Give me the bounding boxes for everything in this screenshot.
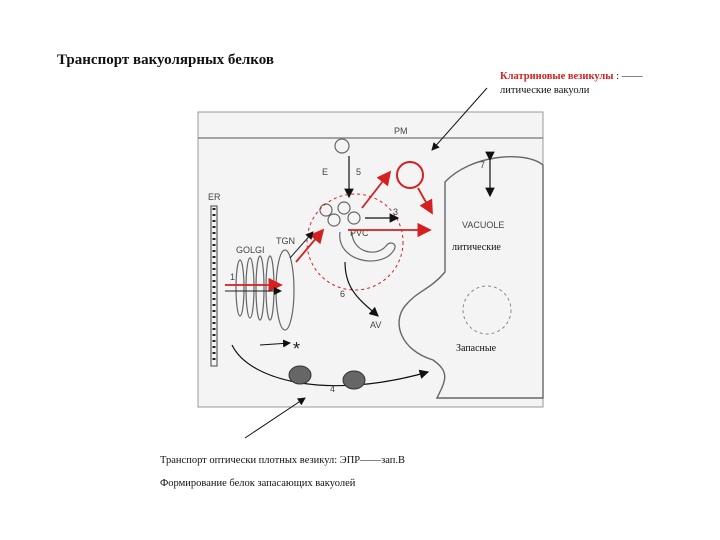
note-pointer-arrow	[431, 87, 488, 151]
storage-vacuole-formation-caption: Формирование белок запасающих вакуолей	[160, 478, 356, 489]
step-1-label: 1	[230, 272, 235, 282]
clathrin-to-vacuole-arrow	[417, 187, 433, 215]
er-label: ER	[208, 192, 221, 202]
golgi-cisterna-3	[255, 255, 265, 321]
golgi-cisterna-2	[245, 257, 255, 319]
tgn-to-pvc-arrow-red	[295, 228, 325, 263]
dense-vesicle-2	[342, 370, 366, 390]
storage-vacuole-label: Запасные	[456, 343, 497, 354]
dense-vesicle-1	[288, 365, 312, 385]
vacuole-label: VACUOLE	[462, 220, 504, 230]
pvc-vesicle-1	[319, 203, 333, 217]
clathrin-vesicle	[396, 161, 424, 189]
endocytic-vesicle	[334, 138, 350, 154]
pvc-highlight-circle	[306, 193, 404, 291]
pvc-vesicle-4	[327, 213, 341, 227]
caption-pointer-arrow	[244, 397, 306, 439]
step-3-label: 3	[393, 207, 398, 217]
vacuole	[398, 155, 544, 399]
asterisk-label: *	[293, 339, 300, 359]
page-title: Транспорт вакуолярных белков	[57, 52, 274, 68]
dense-vesicle-transport-caption: Транспорт оптически плотных везикул: ЭПР…	[160, 455, 406, 466]
clathrin-vesicles-label: Клатриновые везикулы	[500, 71, 614, 82]
step-5-label: 5	[356, 167, 361, 177]
endosome-label: E	[322, 167, 328, 177]
golgi-to-vesicle-arrow	[259, 339, 291, 348]
clathrin-note-dash: : ——	[613, 71, 643, 82]
er-membrane	[210, 205, 218, 367]
step-6-arrow	[344, 261, 379, 317]
pvc-vesicle-2	[337, 201, 351, 215]
lytic-vacuoles-label: литические вакуоли	[500, 85, 590, 96]
tgn-label: TGN	[276, 236, 295, 246]
pvc-label: PVC	[350, 228, 369, 238]
lytic-vacuole-label: литические	[452, 242, 501, 253]
step-6-label: 6	[340, 289, 345, 299]
pvc-vesicle-3	[347, 211, 361, 225]
tgn-to-pvc-arrow	[289, 231, 314, 259]
to-clathrin-arrow	[361, 170, 392, 209]
pm-label: PM	[394, 126, 408, 136]
clathrin-vesicles-note: Клатриновые везикулы : —— литические вак…	[500, 70, 643, 98]
av-label: AV	[370, 320, 381, 330]
step-4-label: 4	[330, 384, 335, 394]
step-7-label: 7	[480, 160, 485, 170]
pvc-compartment	[339, 231, 396, 262]
golgi-label: GOLGI	[236, 245, 265, 255]
storage-vacuole-inner	[462, 285, 512, 335]
golgi-cisterna-1	[235, 259, 245, 317]
